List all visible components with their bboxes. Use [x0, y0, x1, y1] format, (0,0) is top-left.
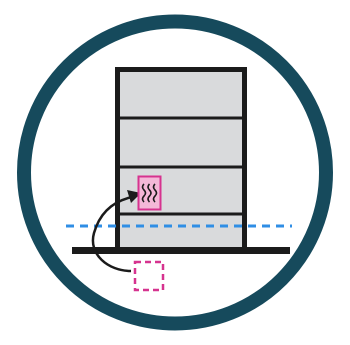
old-location-placeholder	[133, 260, 165, 292]
building-body	[115, 67, 247, 253]
ground-line	[72, 247, 290, 254]
heater-waves-icon	[137, 175, 162, 211]
building	[115, 67, 247, 253]
